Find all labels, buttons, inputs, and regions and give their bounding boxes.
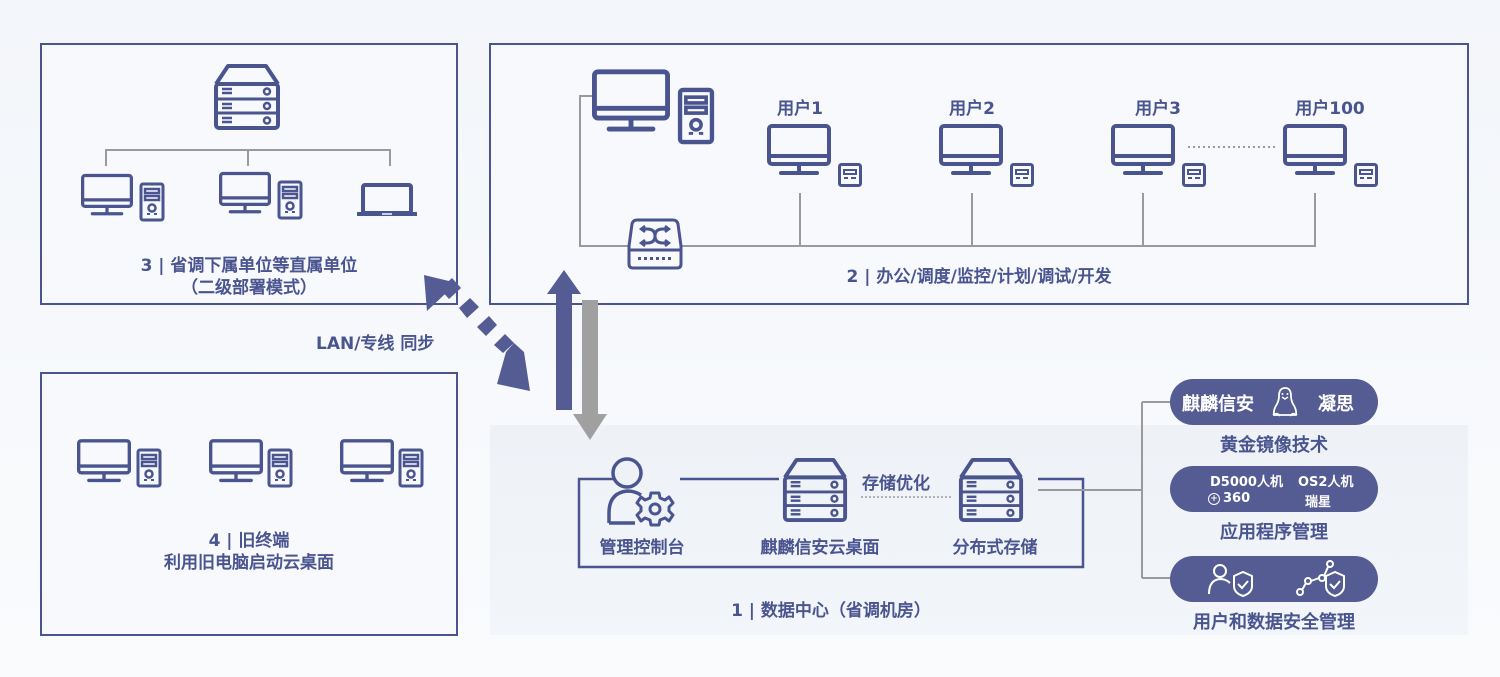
download-arrow xyxy=(573,300,607,440)
admin-console-label: 管理控制台 xyxy=(599,538,685,558)
sync-label: LAN/专线 同步 xyxy=(316,334,435,354)
server-icon xyxy=(958,457,1024,523)
storage-optimization-label: 存储优化 xyxy=(862,474,930,494)
user-label-1: 用户1 xyxy=(777,99,823,119)
datacenter-title: 1 | 数据中心（省调机房） xyxy=(731,601,931,621)
network-switch-icon xyxy=(627,218,683,270)
linux-penguin-icon xyxy=(1272,387,1298,417)
office-title: 2 | 办公/调度/监控/计划/调试/开发 xyxy=(846,267,1112,287)
user-label-3: 用户3 xyxy=(1135,99,1181,119)
user-shield-icon xyxy=(1208,564,1253,598)
app-360: +360 xyxy=(1208,491,1250,506)
distributed-storage-label: 分布式存储 xyxy=(952,538,1038,558)
app-management-pill: D5000人机 OS2人机 +360 瑞星 xyxy=(1170,466,1378,512)
sub-unit-title-line1: 3 | 省调下属单位等直属单位 xyxy=(140,256,358,276)
security-caption: 用户和数据安全管理 xyxy=(1193,612,1355,633)
app-management-caption: 应用程序管理 xyxy=(1220,522,1328,543)
plus-circle-icon: + xyxy=(1208,492,1220,505)
kylinsec-label: 麒麟信安 xyxy=(1182,394,1254,415)
security-pill xyxy=(1170,556,1378,602)
upload-arrow xyxy=(547,270,581,410)
d5000-label: D5000人机 xyxy=(1210,475,1283,490)
bidirectional-sync-arrow xyxy=(424,275,530,391)
legacy-terminal-title-line2: 利用旧电脑启动云桌面 xyxy=(164,553,334,573)
golden-image-pill: 麒麟信安 凝思 xyxy=(1170,379,1378,425)
server-icon xyxy=(782,457,848,523)
data-shield-icon xyxy=(1296,560,1345,598)
user-label-100: 用户100 xyxy=(1295,99,1365,119)
cloud-desktop-label: 麒麟信安云桌面 xyxy=(760,538,880,558)
user-label-2: 用户2 xyxy=(949,99,995,119)
legacy-terminal-panel xyxy=(40,372,458,636)
sub-unit-title-line2: （二级部署模式） xyxy=(181,278,317,298)
linx-label: 凝思 xyxy=(1318,394,1354,415)
sub-unit-title: 3 | 省调下属单位等直属单位 （二级部署模式） xyxy=(40,255,458,299)
os2-label: OS2人机 xyxy=(1298,475,1354,490)
admin-gear-icon xyxy=(607,457,675,527)
legacy-terminal-title: 4 | 旧终端 利用旧电脑启动云桌面 xyxy=(40,530,458,574)
app-360-label: 360 xyxy=(1223,491,1251,506)
rising-label: 瑞星 xyxy=(1305,495,1332,510)
legacy-terminal-title-line1: 4 | 旧终端 xyxy=(208,531,290,551)
golden-image-caption: 黄金镜像技术 xyxy=(1220,435,1328,456)
